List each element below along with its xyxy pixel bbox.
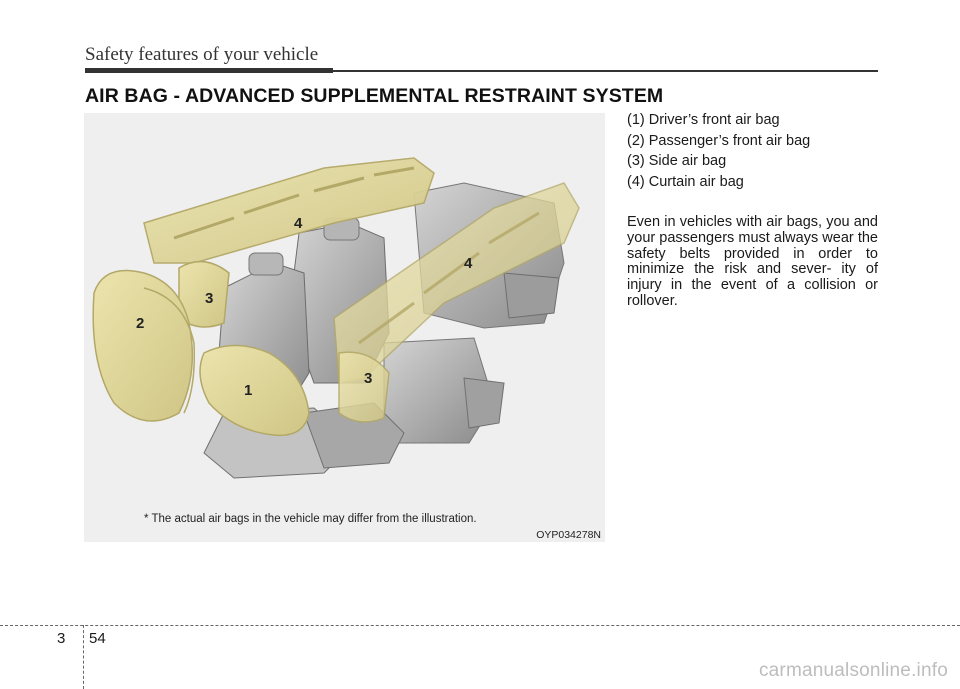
figure-caption: * The actual air bags in the vehicle may…	[144, 513, 477, 525]
callout-label: 1	[244, 382, 252, 399]
airbag-illustration: 4 4 3 3 2 1 * The actual air bags in the…	[84, 113, 605, 542]
legend-item: (1) Driver’s front air bag	[627, 112, 780, 128]
callout-label: 3	[364, 370, 372, 387]
legend-item: (2) Passenger’s front air bag	[627, 132, 811, 149]
legend-item: (3) Side air bag	[627, 153, 727, 169]
figure-code: OYP034278N	[536, 529, 601, 541]
headrest	[248, 252, 284, 276]
airbag-legend: (1) Driver’s front air bag (2) Passenger…	[627, 110, 810, 192]
side-air-bag	[178, 260, 390, 423]
header-rule	[85, 68, 333, 73]
callout-label: 2	[136, 315, 144, 332]
body-paragraph: Even in vehicles with air bags, you and …	[627, 214, 878, 309]
chapter-number: 3	[57, 630, 66, 647]
footer-rule	[0, 625, 960, 626]
passenger-front-air-bag	[92, 269, 196, 422]
callout-label: 4	[294, 215, 303, 232]
watermark: carmanualsonline.info	[758, 660, 948, 681]
callout-label: 4	[464, 255, 473, 272]
callout-label: 3	[205, 290, 213, 307]
running-header: Safety features of your vehicle	[85, 44, 319, 65]
section-title: AIR BAG - ADVANCED SUPPLEMENTAL RESTRAIN…	[85, 85, 664, 107]
airbag-diagram: 4 4 3 3 2 1	[92, 157, 580, 479]
legend-item: (4) Curtain air bag	[627, 173, 744, 190]
page-number: 54	[89, 630, 106, 647]
driver-front-air-bag	[199, 344, 310, 437]
curtain-air-bag	[143, 157, 580, 384]
header-rule-thin	[333, 70, 878, 72]
footer-divider	[83, 625, 84, 689]
